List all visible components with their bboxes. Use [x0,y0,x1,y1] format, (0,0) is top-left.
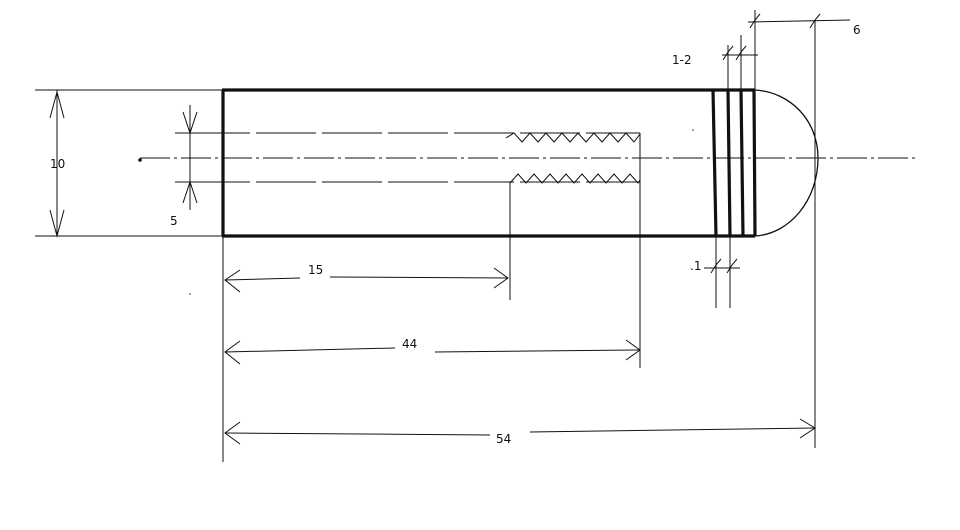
label-overall-length: 54 [496,432,511,446]
dome-end [754,89,819,237]
label-dome: 6 [853,23,861,37]
bore-hidden-lines [190,132,641,183]
label-groove-spacing: 1-2 [672,53,692,67]
dim-overall-length [224,418,816,445]
label-bore-depth: 44 [402,337,417,351]
center-dot [138,158,142,162]
cylinder-body [221,88,755,238]
speck [189,293,191,295]
thread-bottom [509,173,641,184]
label-thread-depth: 15 [308,263,323,277]
label-bore: 5 [170,214,178,228]
dim-diameter [49,90,65,238]
dim-groove-spacing [722,45,758,61]
speck [692,129,694,131]
dim-bore-depth [224,339,641,365]
dim-bore [182,105,198,210]
dim-groove-width [704,258,740,274]
thread-top [505,132,641,143]
label-groove-width: .1 [690,259,701,273]
dim-thread-depth [224,267,509,293]
extension-lines [35,10,816,462]
groove-lines [711,89,757,237]
dim-dome [747,13,851,29]
label-diameter: 10 [50,157,65,171]
